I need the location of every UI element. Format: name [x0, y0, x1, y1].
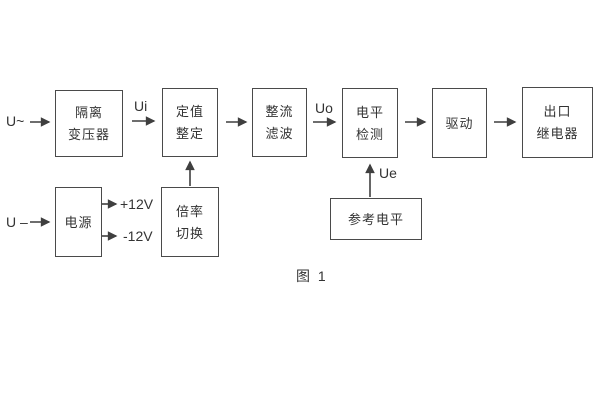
block-multiplier-switch: 倍率 切换 — [161, 187, 219, 257]
label-signal-uo: Uo — [315, 100, 333, 116]
block-level-detect: 电平 检测 — [342, 88, 398, 158]
block-power-supply: 电源 — [55, 187, 102, 257]
block-output-relay-line2: 继电器 — [536, 126, 579, 141]
block-rectify-filter-line1: 整流 — [265, 104, 294, 119]
block-drive: 驱动 — [432, 88, 487, 158]
block-isolation-transformer-line2: 变压器 — [67, 127, 110, 142]
block-rectify-filter: 整流 滤波 — [252, 88, 307, 157]
block-isolation-transformer: 隔离 变压器 — [55, 90, 123, 157]
block-reference-level: 参考电平 — [330, 198, 422, 240]
label-input-dc-voltage: U – — [6, 214, 28, 230]
block-drive-line1: 驱动 — [445, 115, 474, 131]
block-multiplier-switch-line2: 切换 — [175, 225, 204, 241]
label-minus-12v: -12V — [123, 228, 153, 244]
figure-caption: 图 1 — [296, 268, 328, 284]
block-setting-adjust-line1: 定值 — [175, 104, 204, 119]
block-setting-adjust-line2: 整定 — [175, 126, 204, 141]
block-output-relay-line1: 出口 — [543, 104, 572, 119]
block-level-detect-line1: 电平 — [355, 104, 384, 120]
block-level-detect-line2: 检测 — [355, 126, 384, 142]
block-output-relay: 出口 继电器 — [522, 87, 593, 158]
label-signal-ue: Ue — [379, 165, 397, 181]
block-power-supply-line1: 电源 — [64, 214, 93, 230]
block-setting-adjust: 定值 整定 — [162, 88, 218, 157]
block-multiplier-switch-line1: 倍率 — [175, 203, 204, 219]
block-isolation-transformer-line1: 隔离 — [74, 105, 103, 120]
label-plus-12v: +12V — [120, 196, 154, 212]
block-rectify-filter-line2: 滤波 — [265, 126, 294, 141]
label-input-ac-voltage: U~ — [6, 113, 25, 129]
block-reference-level-line1: 参考电平 — [347, 211, 404, 227]
label-signal-ui: Ui — [134, 98, 148, 114]
